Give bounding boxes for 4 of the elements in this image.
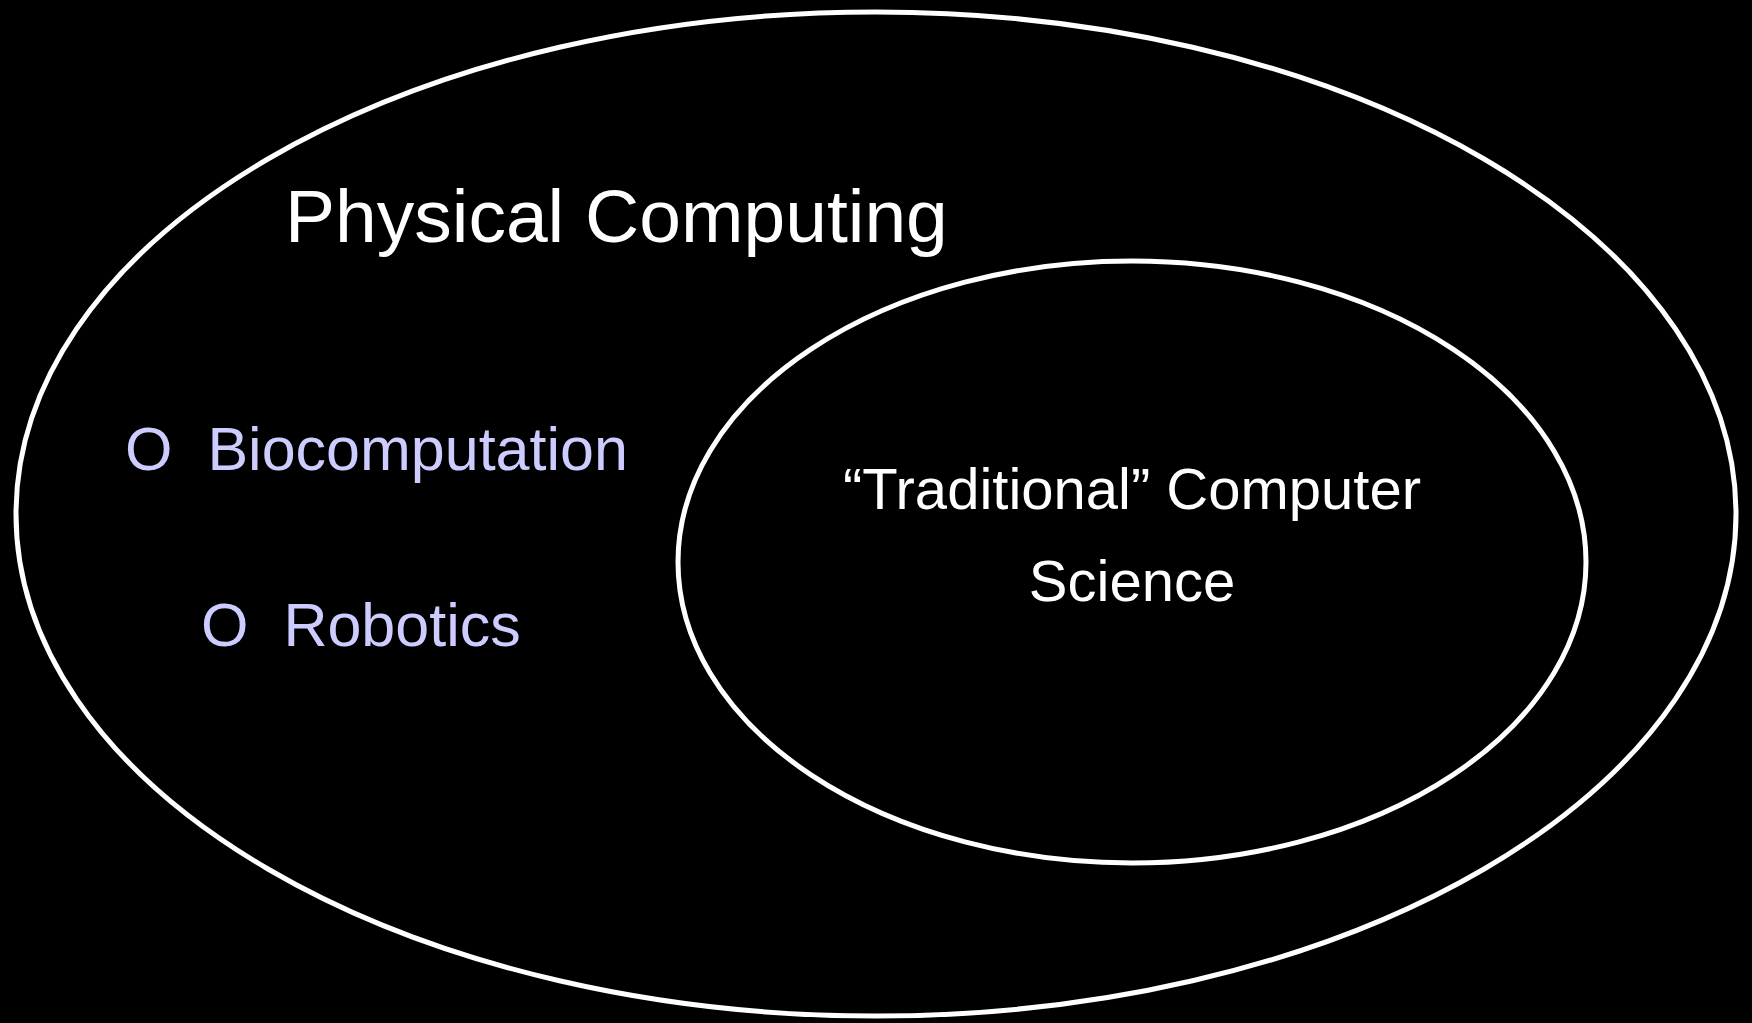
bullet-item: O Robotics [201,590,521,660]
set-label: “Traditional” Computer Science [842,455,1422,615]
diagram-heading: Physical Computing [285,175,949,258]
bullet-item: O Biocomputation [125,414,628,484]
